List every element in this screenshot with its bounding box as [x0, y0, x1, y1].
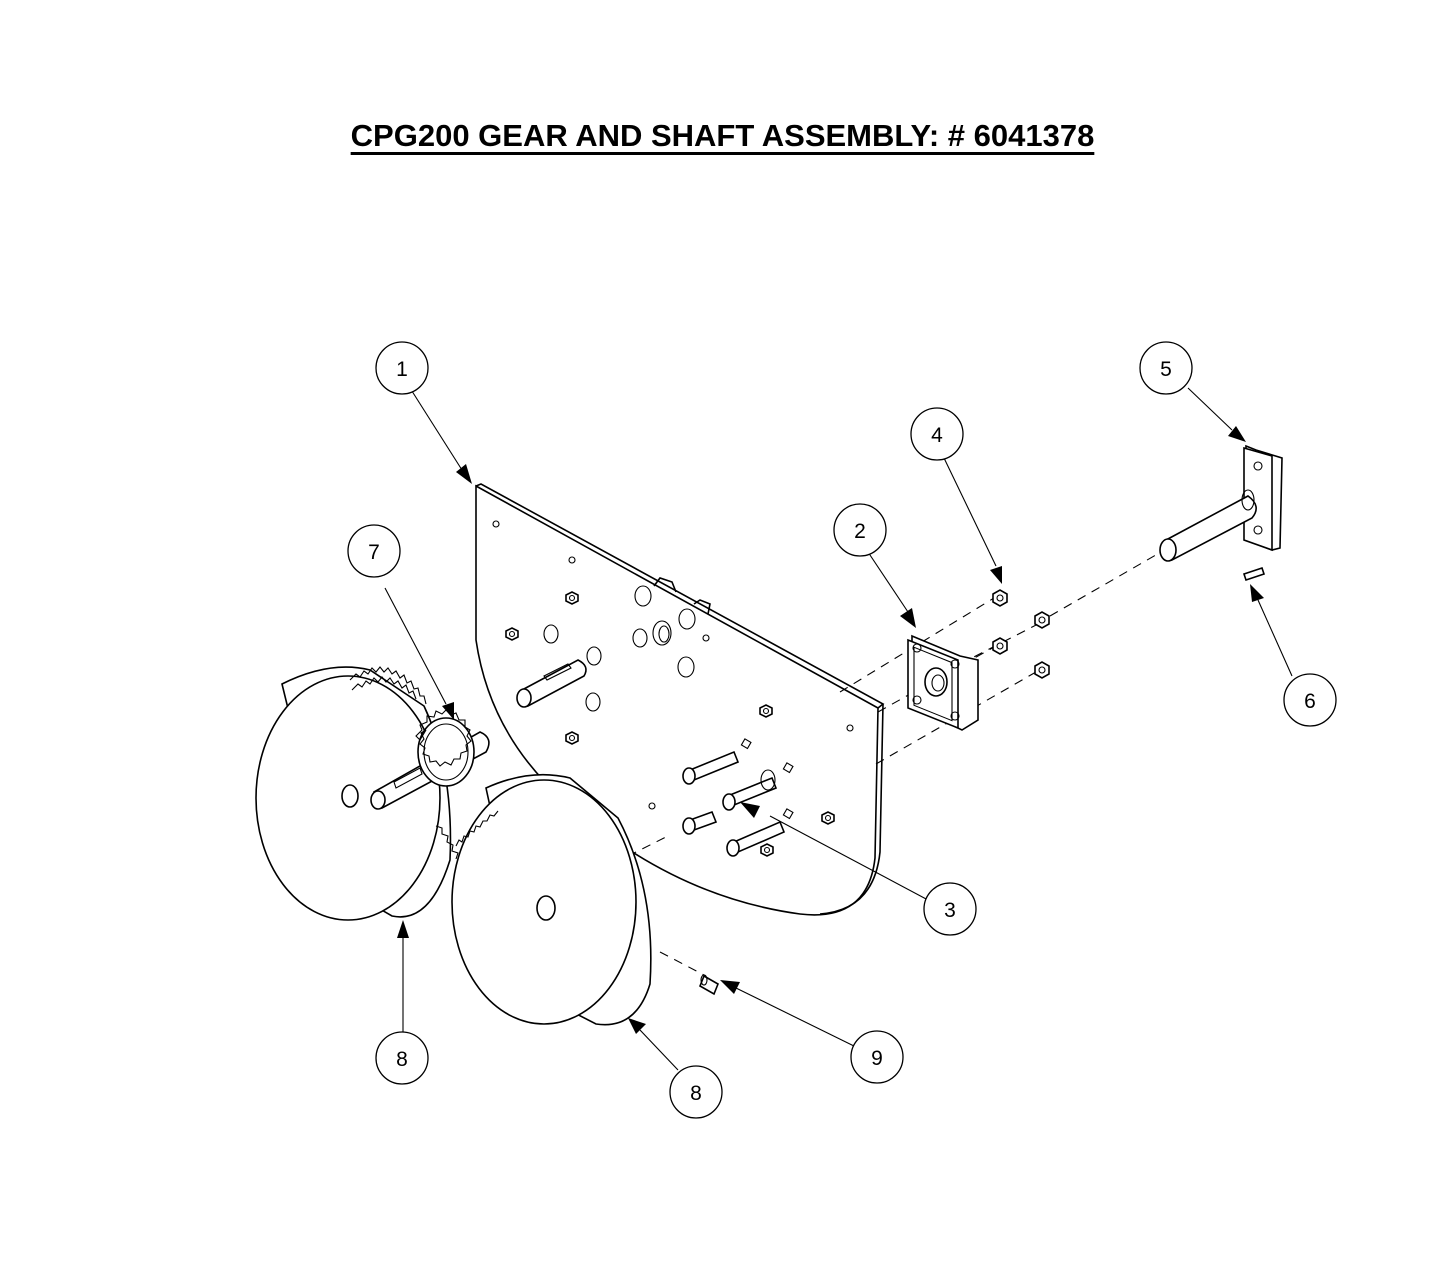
- large-gear-left: [255, 666, 459, 921]
- plate-holes: [492, 520, 854, 810]
- callout-4: 4: [910, 407, 964, 461]
- large-gear-right: [451, 773, 652, 1026]
- diagram-title-text: CPG200 GEAR AND SHAFT ASSEMBLY: # 604137…: [350, 118, 1095, 153]
- flange-bearing: [907, 634, 979, 731]
- stub-shaft: [1159, 444, 1283, 562]
- callout-8b: 8: [669, 1065, 723, 1119]
- plate-nuts: [505, 591, 835, 857]
- callout-2-label: 2: [854, 520, 866, 543]
- callout-1: 1: [375, 341, 429, 395]
- callout-8a-label: 8: [396, 1048, 408, 1071]
- callout-8a: 8: [375, 1031, 429, 1085]
- diagram-title: CPG200 GEAR AND SHAFT ASSEMBLY: # 604137…: [0, 118, 1445, 154]
- set-screw: [698, 974, 720, 996]
- callout-4-label: 4: [931, 424, 943, 447]
- leader-lines: [384, 387, 1293, 1071]
- callout-5: 5: [1139, 341, 1193, 395]
- callout-1-label: 1: [396, 358, 408, 381]
- callout-9-label: 9: [871, 1047, 883, 1070]
- callout-6: 6: [1283, 673, 1337, 727]
- callout-3: 3: [923, 882, 977, 936]
- callout-3-label: 3: [944, 899, 956, 922]
- hex-nuts: [992, 589, 1050, 679]
- carriage-bolts: [682, 750, 786, 857]
- callout-7: 7: [347, 524, 401, 578]
- callout-5-label: 5: [1160, 358, 1172, 381]
- callout-7-label: 7: [368, 541, 380, 564]
- callout-9: 9: [850, 1030, 904, 1084]
- callout-6-label: 6: [1304, 690, 1316, 713]
- callout-2: 2: [833, 503, 887, 557]
- callout-8b-label: 8: [690, 1082, 702, 1105]
- plate-keyed-shaft: [516, 659, 587, 708]
- shaft-key: [1242, 566, 1266, 582]
- pinion-gear: [370, 709, 490, 810]
- square-holes: [740, 738, 794, 820]
